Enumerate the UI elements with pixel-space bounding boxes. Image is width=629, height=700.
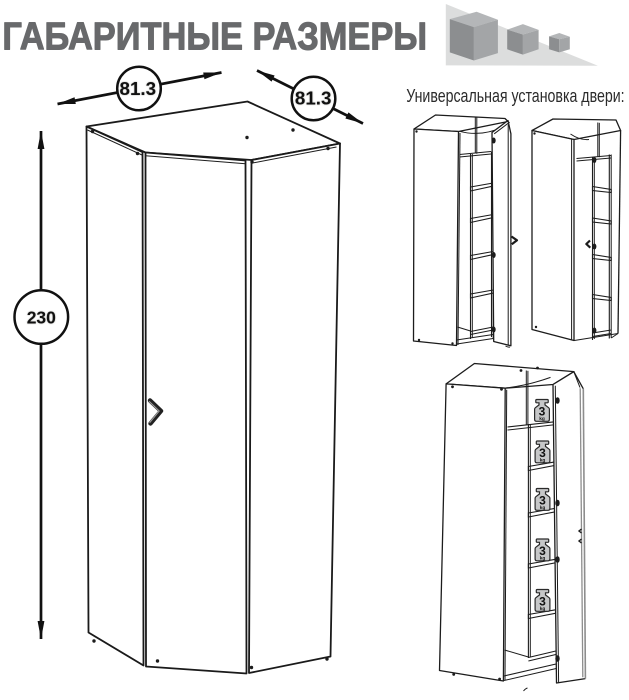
svg-text:kg: kg: [540, 458, 546, 464]
stray-mark: [505, 345, 511, 348]
cabinet1-hinges: [491, 137, 496, 333]
svg-text:kg: kg: [540, 606, 546, 612]
cabinet-load-drawing: 3 kg 3 kg 3 kg 3 kg 3 kg: [438, 362, 587, 684]
weight-icon: 3 kg: [534, 440, 551, 464]
cabinet2-handle-icon: [585, 239, 592, 249]
svg-text:kg: kg: [540, 505, 546, 511]
width-left-value: 81.3: [120, 78, 157, 99]
cabinet3-hinges: [555, 397, 560, 662]
screw-dots: [90, 128, 330, 670]
page-title: ГАБАРИТНЫЕ РАЗМЕРЫ: [2, 15, 427, 58]
weight-icon: 3 kg: [534, 487, 551, 511]
stray-mark: [523, 687, 528, 692]
weight-icon: 3 kg: [534, 538, 551, 562]
door-installation-note: Универсальная установка двери:: [406, 85, 624, 106]
cabinet2-hinges: [592, 157, 597, 334]
shelf-load-weights: 3 kg 3 kg 3 kg 3 kg 3 kg: [533, 398, 551, 612]
width-right-value: 81.3: [295, 88, 332, 109]
height-badge: [13, 288, 70, 346]
width-left-badge: [115, 65, 163, 112]
logo-cubes-icon: [445, 4, 598, 66]
weight-icon: 3 kg: [534, 588, 551, 612]
svg-text:3: 3: [539, 544, 546, 558]
svg-text:3: 3: [539, 494, 546, 508]
cabinet-door-left-drawing: [531, 118, 622, 342]
wardrobe-main-drawing: [85, 100, 341, 675]
svg-text:kg: kg: [540, 556, 546, 562]
cabinet1-shelves: [469, 182, 494, 299]
height-value: 230: [27, 307, 56, 327]
cabinet1-handle-icon: [510, 235, 519, 246]
cabinet-door-right-drawing: [412, 114, 519, 347]
svg-text:kg: kg: [539, 416, 545, 422]
svg-text:3: 3: [539, 595, 546, 609]
cabinet2-shelves: [591, 185, 612, 302]
svg-text:3: 3: [539, 405, 546, 419]
dimension-annotations: 81.3 81.3 230: [13, 65, 364, 639]
weight-icon: 3 kg: [533, 398, 551, 422]
door-handle-icon: [147, 398, 164, 426]
svg-text:3: 3: [539, 446, 546, 460]
width-right-badge: [290, 75, 337, 122]
